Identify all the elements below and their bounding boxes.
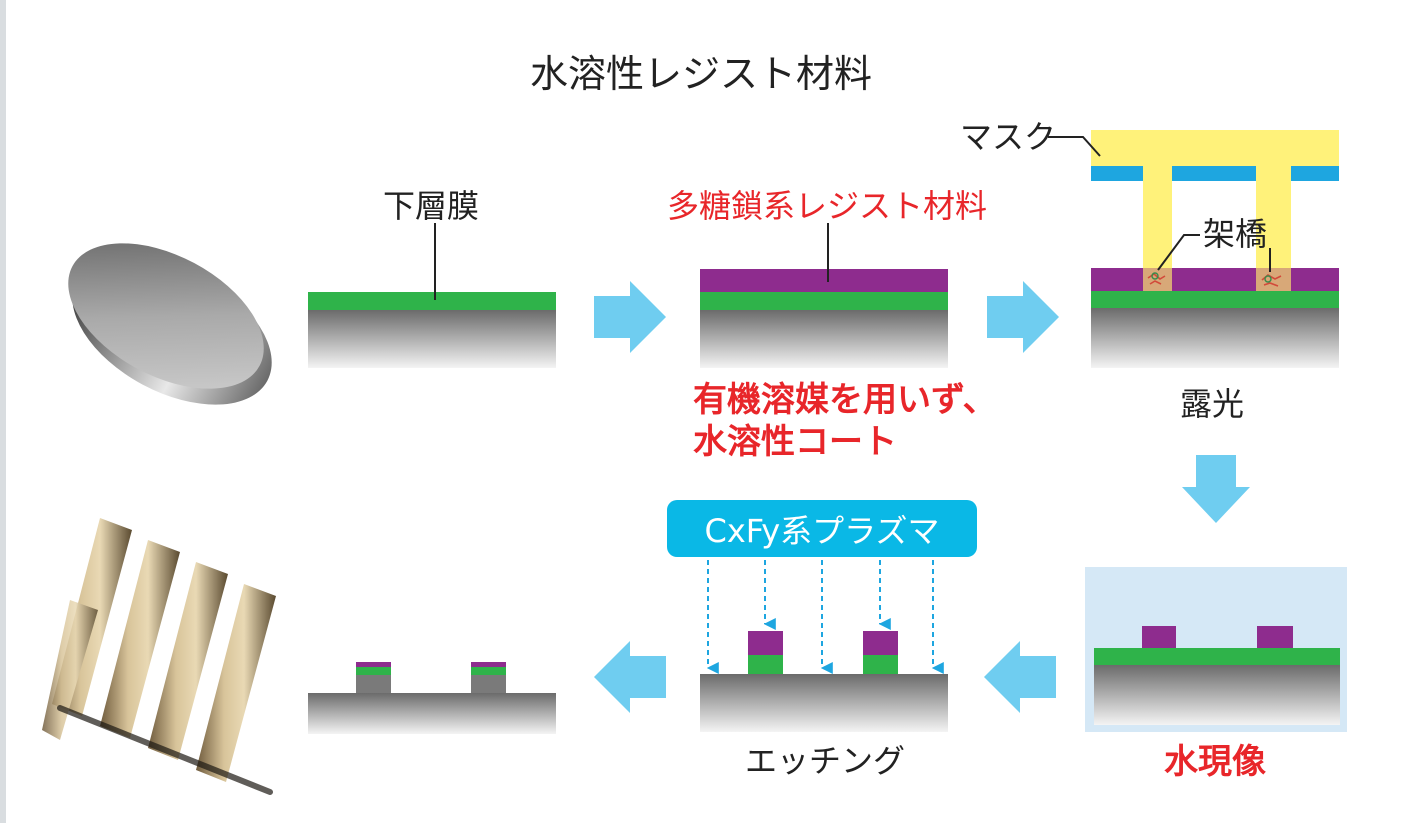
arrow-down (1182, 455, 1250, 523)
crosslink-label: 架橋 (1203, 215, 1268, 253)
plasma-badge: CxFy系プラズマ (667, 500, 977, 557)
etched-result-stack (308, 662, 556, 734)
resist-material-label: 多糖鎖系レジスト材料 (667, 187, 988, 225)
arrow-left-2 (594, 641, 666, 713)
plasma-label: CxFy系プラズマ (704, 511, 940, 550)
line-pattern-image (42, 518, 276, 795)
development-stack (1085, 567, 1347, 732)
diagram-title: 水溶性レジスト材料 (530, 52, 873, 96)
underlayer-label: 下層膜 (383, 187, 480, 225)
arrow-right-1 (594, 281, 666, 353)
exposure-label: 露光 (1180, 385, 1245, 423)
exposure-stack (1048, 130, 1339, 368)
wafer-disc (68, 243, 272, 405)
coated-stack (700, 223, 948, 368)
etching-label: エッチング (745, 742, 906, 780)
water-development-label: 水現像 (1164, 742, 1266, 782)
underlayer-stack (308, 223, 556, 368)
arrow-right-2 (987, 281, 1059, 353)
mask-label: マスク (960, 118, 1057, 156)
note-line-2: 水溶性コート (693, 422, 897, 462)
etching-stack (700, 560, 948, 732)
note-line-1: 有機溶媒を用いず、 (693, 380, 997, 420)
left-border (0, 0, 6, 823)
arrow-left-1 (984, 641, 1056, 713)
